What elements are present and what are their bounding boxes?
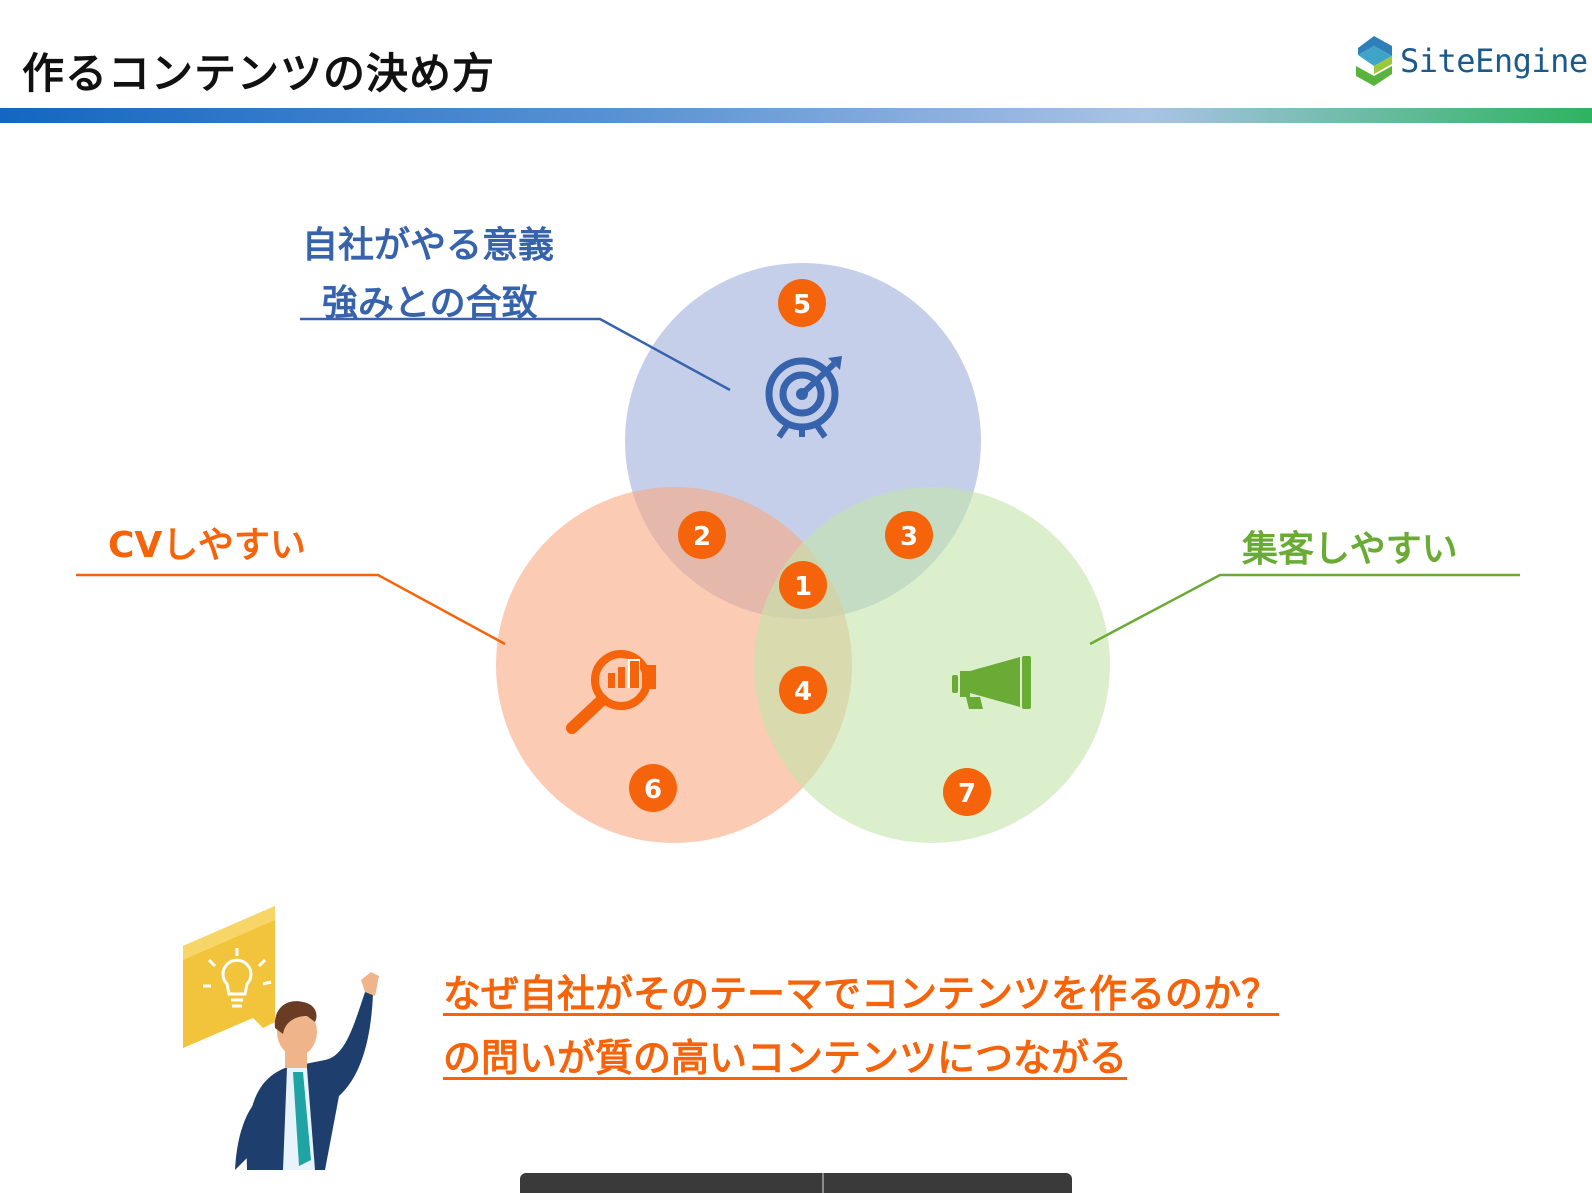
badge-4-label: 4 [794,677,812,707]
badge-1: 1 [779,561,827,609]
key-message: なぜ自社がそのテーマでコンテンツを作るのか？ の問いが質の高いコンテンツにつなが… [443,962,1279,1090]
badge-1-label: 1 [794,572,812,602]
badge-3-label: 3 [900,522,918,552]
badge-6: 6 [629,764,677,812]
leader-line-top [300,317,731,392]
badge-3: 3 [885,511,933,559]
circle-traffic [754,487,1110,843]
leader-line-left [76,573,506,646]
lightbulb-icon [203,948,272,1008]
label-cv: CVしやすい [108,525,306,566]
logo-mark-icon [1356,36,1392,86]
label-traffic: 集客しやすい [1242,529,1458,570]
leader-line-right [1089,573,1520,646]
badge-6-label: 6 [644,775,662,805]
bottom-toolbar-divider [822,1173,824,1193]
logo-text: SiteEngine [1400,42,1588,80]
slide-title: 作るコンテンツの決め方 [22,49,496,98]
label-strength-line1: 自社がやる意義 [302,225,555,266]
key-message-line2: の問いが質の高いコンテンツにつながる [443,1036,1128,1080]
badge-2-label: 2 [693,522,711,552]
badge-4: 4 [779,666,827,714]
label-strength-line2: 強みとの合致 [322,283,538,324]
badge-7: 7 [943,768,991,816]
badge-5: 5 [778,279,826,327]
header-gradient-bar [0,108,1592,123]
bottom-toolbar [520,1173,1072,1193]
siteengine-logo: SiteEngine [1352,34,1588,88]
badge-5-label: 5 [793,290,811,320]
target-icon [765,356,842,439]
magnifier-chart-icon [566,650,656,734]
businessman-idea-illustration [183,906,379,1170]
badge-2: 2 [678,511,726,559]
key-message-line1: なぜ自社がそのテーマでコンテンツを作るのか？ [443,972,1280,1016]
circle-cv [496,487,852,843]
badge-7-label: 7 [958,779,976,809]
megaphone-icon [952,656,1031,709]
